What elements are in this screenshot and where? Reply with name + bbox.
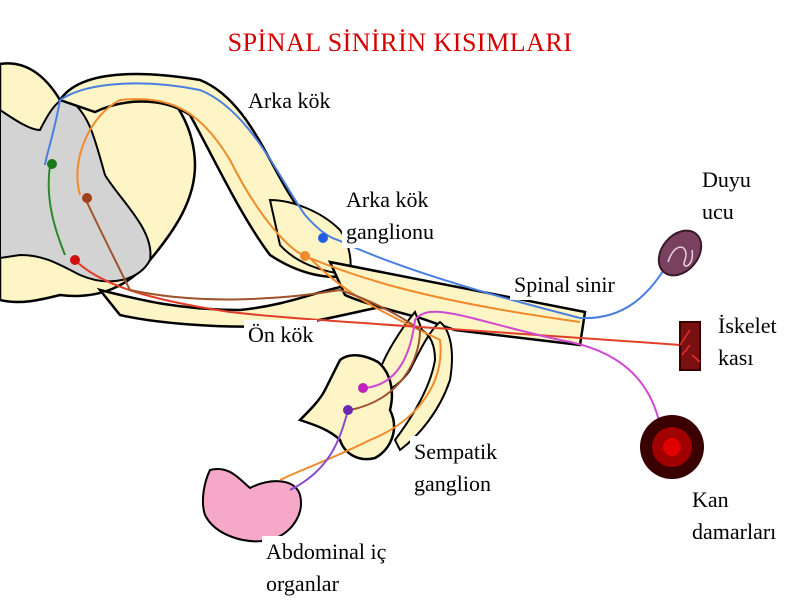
motor-fiber: [74, 259, 681, 346]
label-blood-vessels: Kan damarları: [688, 484, 781, 548]
label-sympathetic-ganglion-line2: ganglion: [414, 471, 491, 496]
label-skeletal-muscle-line2: kası: [718, 345, 754, 370]
sensory-ending: [657, 229, 703, 277]
sensory-ending-coil: [667, 246, 694, 267]
label-abdominal-organs-line2: organlar: [266, 571, 339, 596]
muscle-fiber-endings: [679, 329, 701, 363]
visceral-fiber: [289, 409, 349, 491]
label-blood-vessels-line2: damarları: [692, 519, 777, 544]
label-skeletal-muscle-line1: İskelet: [718, 313, 777, 338]
label-dorsal-root-ganglion-line2: ganglionu: [346, 219, 434, 244]
label-ventral-root: Ön kök: [244, 320, 318, 350]
diagram-title: SPİNAL SİNİRİN KISIMLARI: [227, 28, 573, 57]
sensory-fiber: [44, 82, 676, 320]
label-sympathetic-ganglion-line1: Sempatik: [414, 439, 498, 464]
cell-body-blue: [318, 233, 328, 243]
label-sensory-ending-line1: Duyu: [702, 167, 751, 192]
cell-body-magenta: [358, 383, 368, 393]
cell-body-green: [47, 159, 57, 169]
gray-matter: [0, 98, 152, 283]
interneuron-green: [47, 164, 66, 256]
label-blood-vessels-line1: Kan: [692, 487, 729, 512]
autonomic-fiber: [364, 310, 661, 426]
cell-body-brown: [82, 193, 92, 203]
label-skeletal-muscle: İskelet kası: [714, 310, 781, 374]
cell-body-red: [70, 255, 80, 265]
label-sensory-ending: Duyu ucu: [698, 164, 755, 228]
dorsal-root-ganglion: [268, 198, 352, 277]
label-dorsal-root-ganglion-line1: Arka kök: [346, 187, 429, 212]
label-sympathetic-ganglion: Sempatik ganglion: [410, 436, 502, 500]
cell-body-orange: [300, 251, 310, 261]
blood-vessel-core: [663, 438, 681, 456]
spinal-nerve-trunk: [327, 260, 587, 347]
label-abdominal-organs-line1: Abdominal iç: [266, 539, 387, 564]
label-spinal-nerve: Spinal sinir: [510, 270, 619, 300]
label-dorsal-root-ganglion: Arka kök ganglionu: [342, 184, 438, 248]
interneuron-fiber: [84, 197, 422, 411]
label-sensory-ending-line2: ucu: [702, 199, 734, 224]
cell-body-purple: [343, 405, 353, 415]
label-abdominal-organs: Abdominal iç organlar: [262, 536, 391, 600]
abdominal-organ: [201, 468, 302, 543]
label-dorsal-root: Arka kök: [244, 86, 335, 116]
